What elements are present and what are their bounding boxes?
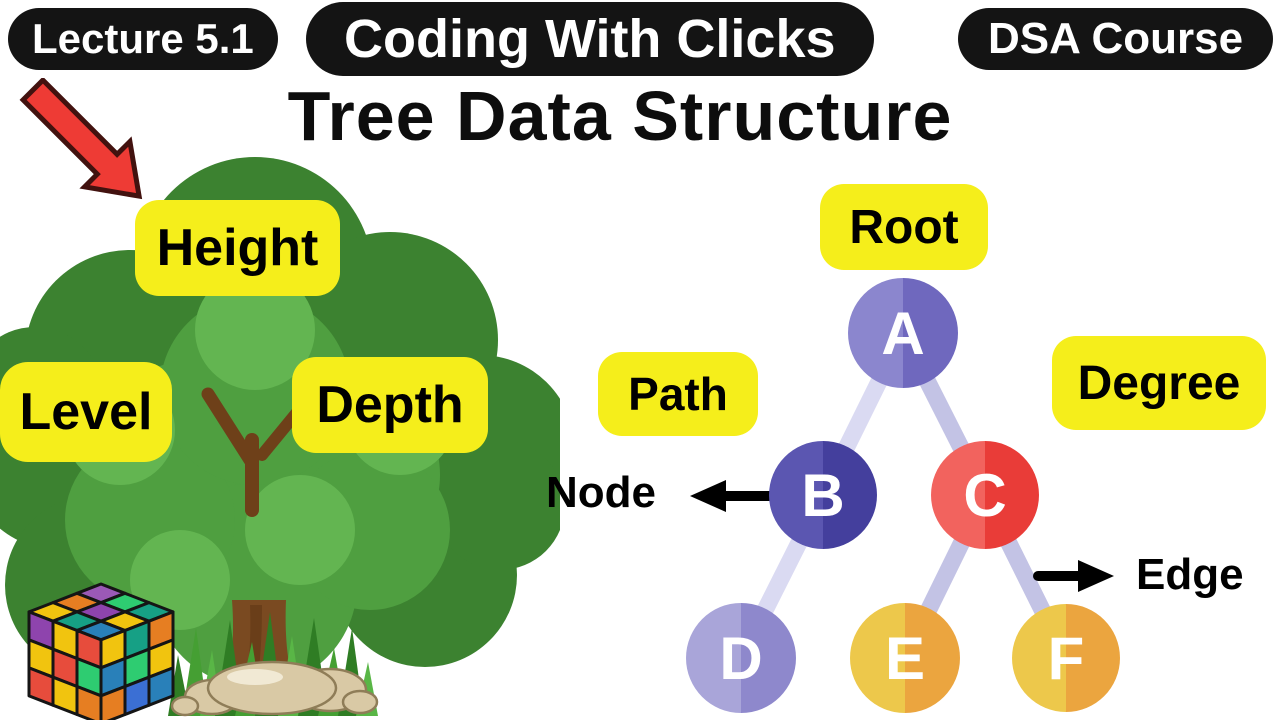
tree-node-d: D [686, 603, 796, 713]
node-letter: D [719, 624, 763, 692]
tree-node-b: B [769, 441, 877, 549]
node-letter: C [963, 461, 1007, 529]
root-label: Root [820, 184, 988, 270]
tree-node-f: F [1012, 604, 1120, 712]
level-label: Level [0, 362, 172, 462]
node-annotation: Node [546, 468, 656, 517]
red-arrow-icon [19, 78, 143, 200]
node-letter: A [881, 299, 925, 367]
path-label: Path [598, 352, 758, 436]
tree-node-e: E [850, 603, 960, 713]
rubiks-cube-icon [27, 582, 175, 720]
depth-label: Depth [292, 357, 488, 453]
tree-node-c: C [931, 441, 1039, 549]
height-label: Height [135, 200, 340, 296]
node-letter: E [884, 624, 926, 692]
degree-label: Degree [1052, 336, 1266, 430]
node-letter: B [801, 461, 845, 529]
page-title: Tree Data Structure [287, 77, 953, 155]
course-badge: DSA Course [958, 8, 1274, 70]
node-letter: F [1047, 624, 1085, 692]
lecture-badge: Lecture 5.1 [8, 8, 278, 70]
channel-badge: Coding With Clicks [306, 2, 874, 76]
edge-annotation: Edge [1136, 550, 1244, 599]
tree-node-a: A [848, 278, 958, 388]
